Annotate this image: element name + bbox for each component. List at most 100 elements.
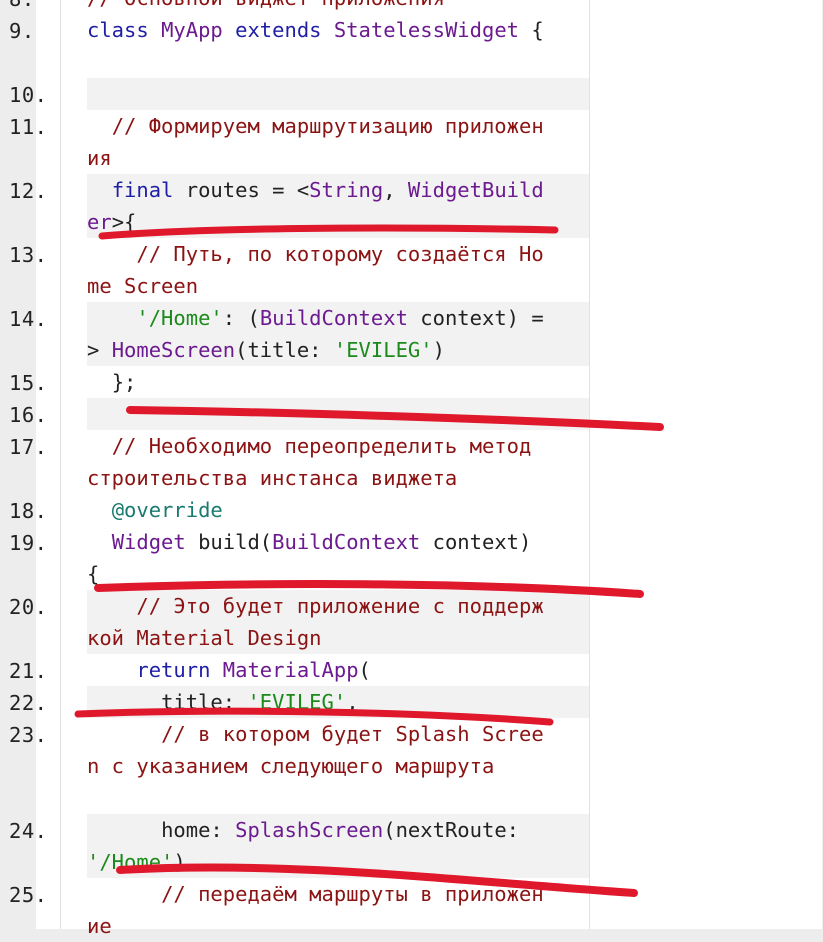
code-token (87, 82, 99, 106)
line-code: // Необходимо переопределить метод строи… (87, 430, 547, 494)
line-highlight (87, 590, 589, 654)
line-code: // Основной виджет приложения (87, 0, 547, 14)
line-code: final routes = <String, WidgetBuilder>{ (87, 174, 547, 238)
line-highlight (87, 302, 589, 366)
code-token: 'EVILEG' (333, 338, 433, 362)
line-number: 21. (9, 659, 48, 683)
code-token: HomeScreen (111, 338, 236, 362)
code-token: // передаём маршруты в приложение (87, 882, 544, 938)
code-token: extends (235, 18, 334, 42)
line-number: 15. (9, 371, 48, 395)
code-token (87, 402, 99, 426)
code-block[interactable]: 8.// Основной виджет приложения9.class M… (9, 0, 590, 938)
code-token: context) { (87, 530, 544, 586)
line-code: // передаём маршруты в приложение (87, 878, 547, 942)
code-token: // Формируем маршрутизацию приложения (87, 114, 544, 170)
code-token: title: (87, 690, 248, 714)
code-line: 24. home: SplashScreen(nextRoute: '/Home… (9, 814, 589, 878)
line-number: 9. (9, 19, 35, 43)
code-token: // Необходимо переопределить метод строи… (87, 434, 544, 490)
code-token: ) (173, 850, 186, 874)
code-line: 10. (9, 78, 589, 110)
code-token: return (87, 658, 223, 682)
code-token: context) => (87, 306, 544, 362)
code-token: ) (432, 338, 445, 362)
code-line: 9. class MyApp extends StatelessWidget { (9, 14, 589, 78)
code-token: (title: (235, 338, 334, 362)
line-code: '/Home': (BuildContext context) => HomeS… (87, 302, 547, 366)
code-line: 14. '/Home': (BuildContext context) => H… (9, 302, 589, 366)
code-token: : ( (222, 306, 260, 330)
line-number: 22. (9, 691, 48, 715)
line-number: 25. (9, 883, 48, 907)
line-code: }; (87, 366, 547, 398)
code-line: 20. // Это будет приложение с поддержкой… (9, 590, 589, 654)
code-line: 11. // Формируем маршрутизацию приложени… (9, 110, 589, 174)
line-number: 24. (9, 819, 48, 843)
line-code: title: 'EVILEG', (87, 686, 547, 718)
code-token: routes = < (185, 178, 310, 202)
code-token: @override (87, 498, 223, 522)
code-line: 15. }; (9, 366, 589, 398)
line-number: 16. (9, 403, 48, 427)
line-number: 19. (9, 531, 48, 555)
code-token: >{ (111, 210, 137, 234)
code-token: (nextRoute: (383, 818, 532, 842)
line-number: 20. (9, 595, 48, 619)
line-code: return MaterialApp( (87, 654, 547, 686)
line-code: home: SplashScreen(nextRoute: '/Home') (87, 814, 547, 878)
line-code: // Формируем маршрутизацию приложения (87, 110, 547, 174)
code-token: '/Home' (87, 306, 223, 330)
line-code (87, 78, 547, 110)
code-token: 'EVILEG' (247, 690, 347, 714)
code-line: 12. final routes = <String, WidgetBuilde… (9, 174, 589, 238)
line-number: 17. (9, 435, 48, 459)
line-code: @override (87, 494, 547, 526)
code-token: { (531, 18, 544, 42)
code-line: 18. @override (9, 494, 589, 526)
line-number: 12. (9, 179, 48, 203)
code-token: ( (358, 658, 371, 682)
code-token: // в котором будет Splash Screen с указа… (87, 722, 544, 778)
code-line: 21. return MaterialApp( (9, 654, 589, 686)
code-token: , (346, 690, 359, 714)
code-token: StatelessWidget (333, 18, 532, 42)
line-code: Widget build(BuildContext context) { (87, 526, 547, 590)
code-line: 13. // Путь, по которому создаётся Home … (9, 238, 589, 302)
code-token: BuildContext (259, 306, 421, 330)
code-token: class (87, 18, 162, 42)
code-token: build( (198, 530, 273, 554)
line-code (87, 398, 547, 430)
code-token: '/Home' (87, 850, 174, 874)
code-token: SplashScreen (235, 818, 384, 842)
code-token: Widget (87, 530, 199, 554)
line-number: 23. (9, 723, 48, 747)
code-line: 25. // передаём маршруты в приложение (9, 878, 589, 942)
line-number: 14. (9, 307, 48, 331)
code-token: BuildContext (272, 530, 433, 554)
line-code: // Путь, по которому создаётся Home Scre… (87, 238, 547, 302)
line-code: // Это будет приложение с поддержкой Mat… (87, 590, 547, 654)
code-token: MyApp (161, 18, 236, 42)
code-line: 17. // Необходимо переопределить метод с… (9, 430, 589, 494)
line-number: 10. (9, 83, 48, 107)
code-token: // Это будет приложение с поддержкой Mat… (87, 594, 544, 650)
code-token: final (87, 178, 186, 202)
line-code: class MyApp extends StatelessWidget { (87, 14, 547, 46)
line-number: 13. (9, 243, 48, 267)
line-code: // в котором будет Splash Screen с указа… (87, 718, 547, 782)
code-line: 23. // в котором будет Splash Screen с у… (9, 718, 589, 814)
code-token: // Путь, по которому создаётся Home Scre… (87, 242, 544, 298)
code-token: home: (87, 818, 236, 842)
code-line: 22. title: 'EVILEG', (9, 686, 589, 718)
code-line: 16. (9, 398, 589, 430)
code-token: , (383, 178, 408, 202)
line-highlight (87, 78, 589, 110)
code-token: }; (87, 370, 137, 394)
code-token: MaterialApp (222, 658, 359, 682)
code-line: 19. Widget build(BuildContext context) { (9, 526, 589, 590)
line-number: 11. (9, 115, 48, 139)
line-number: 8. (0, 0, 61, 11)
line-number: 18. (9, 499, 48, 523)
code-token: // Основной виджет приложения (87, 0, 445, 10)
